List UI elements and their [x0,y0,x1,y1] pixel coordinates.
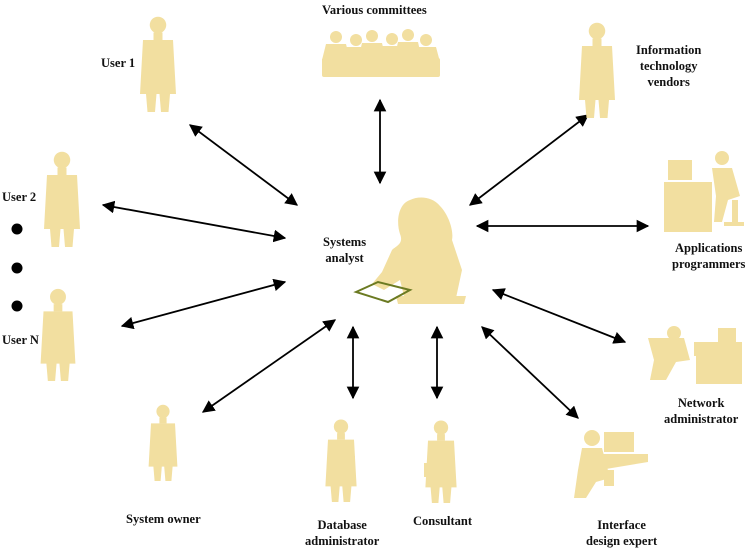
label-db-admin: Database administrator [305,518,380,548]
person-silhouette-icon [372,197,466,304]
label-app-programmers: Applications programmers [672,241,746,271]
person-silhouette-icon [40,288,76,381]
group-silhouette-icon [322,29,440,77]
label-systems-analyst: Systems analyst [323,235,367,265]
label-user1: User 1 [101,56,136,70]
label-user2: User 2 [2,190,37,204]
ellipsis-dots [11,223,23,312]
arrow-user2 [101,200,287,243]
arrow-system-owner [201,319,337,413]
briefcase-icon [66,345,73,361]
arrow-user1 [188,124,299,206]
computer-workstation-icon [574,430,648,498]
arrow-userN [120,278,287,330]
computer-workstation-icon [664,151,744,232]
person-silhouette-icon [44,151,80,247]
label-userN: User N [2,333,39,347]
person-silhouette-icon [140,16,176,112]
arrows [101,98,650,419]
person-silhouette-icon [579,22,615,118]
label-interface-expert: Interface design expert [586,518,658,548]
label-committees: Various committees [322,3,427,17]
clipboard-icon [353,280,413,304]
arrow-network-admin [491,288,627,344]
person-silhouette-icon [425,420,457,503]
arrow-it-vendors [468,114,590,206]
label-network-admin: Network administrator [664,396,739,426]
arrow-interface-expert [481,326,579,419]
computer-workstation-icon [648,326,742,384]
label-consultant: Consultant [413,514,473,528]
label-it-vendors: Information technology vendors [636,43,702,89]
label-system-owner: System owner [126,512,201,526]
person-silhouette-icon [148,404,178,481]
briefcase-icon [424,463,440,477]
briefcase-icon [347,456,355,474]
